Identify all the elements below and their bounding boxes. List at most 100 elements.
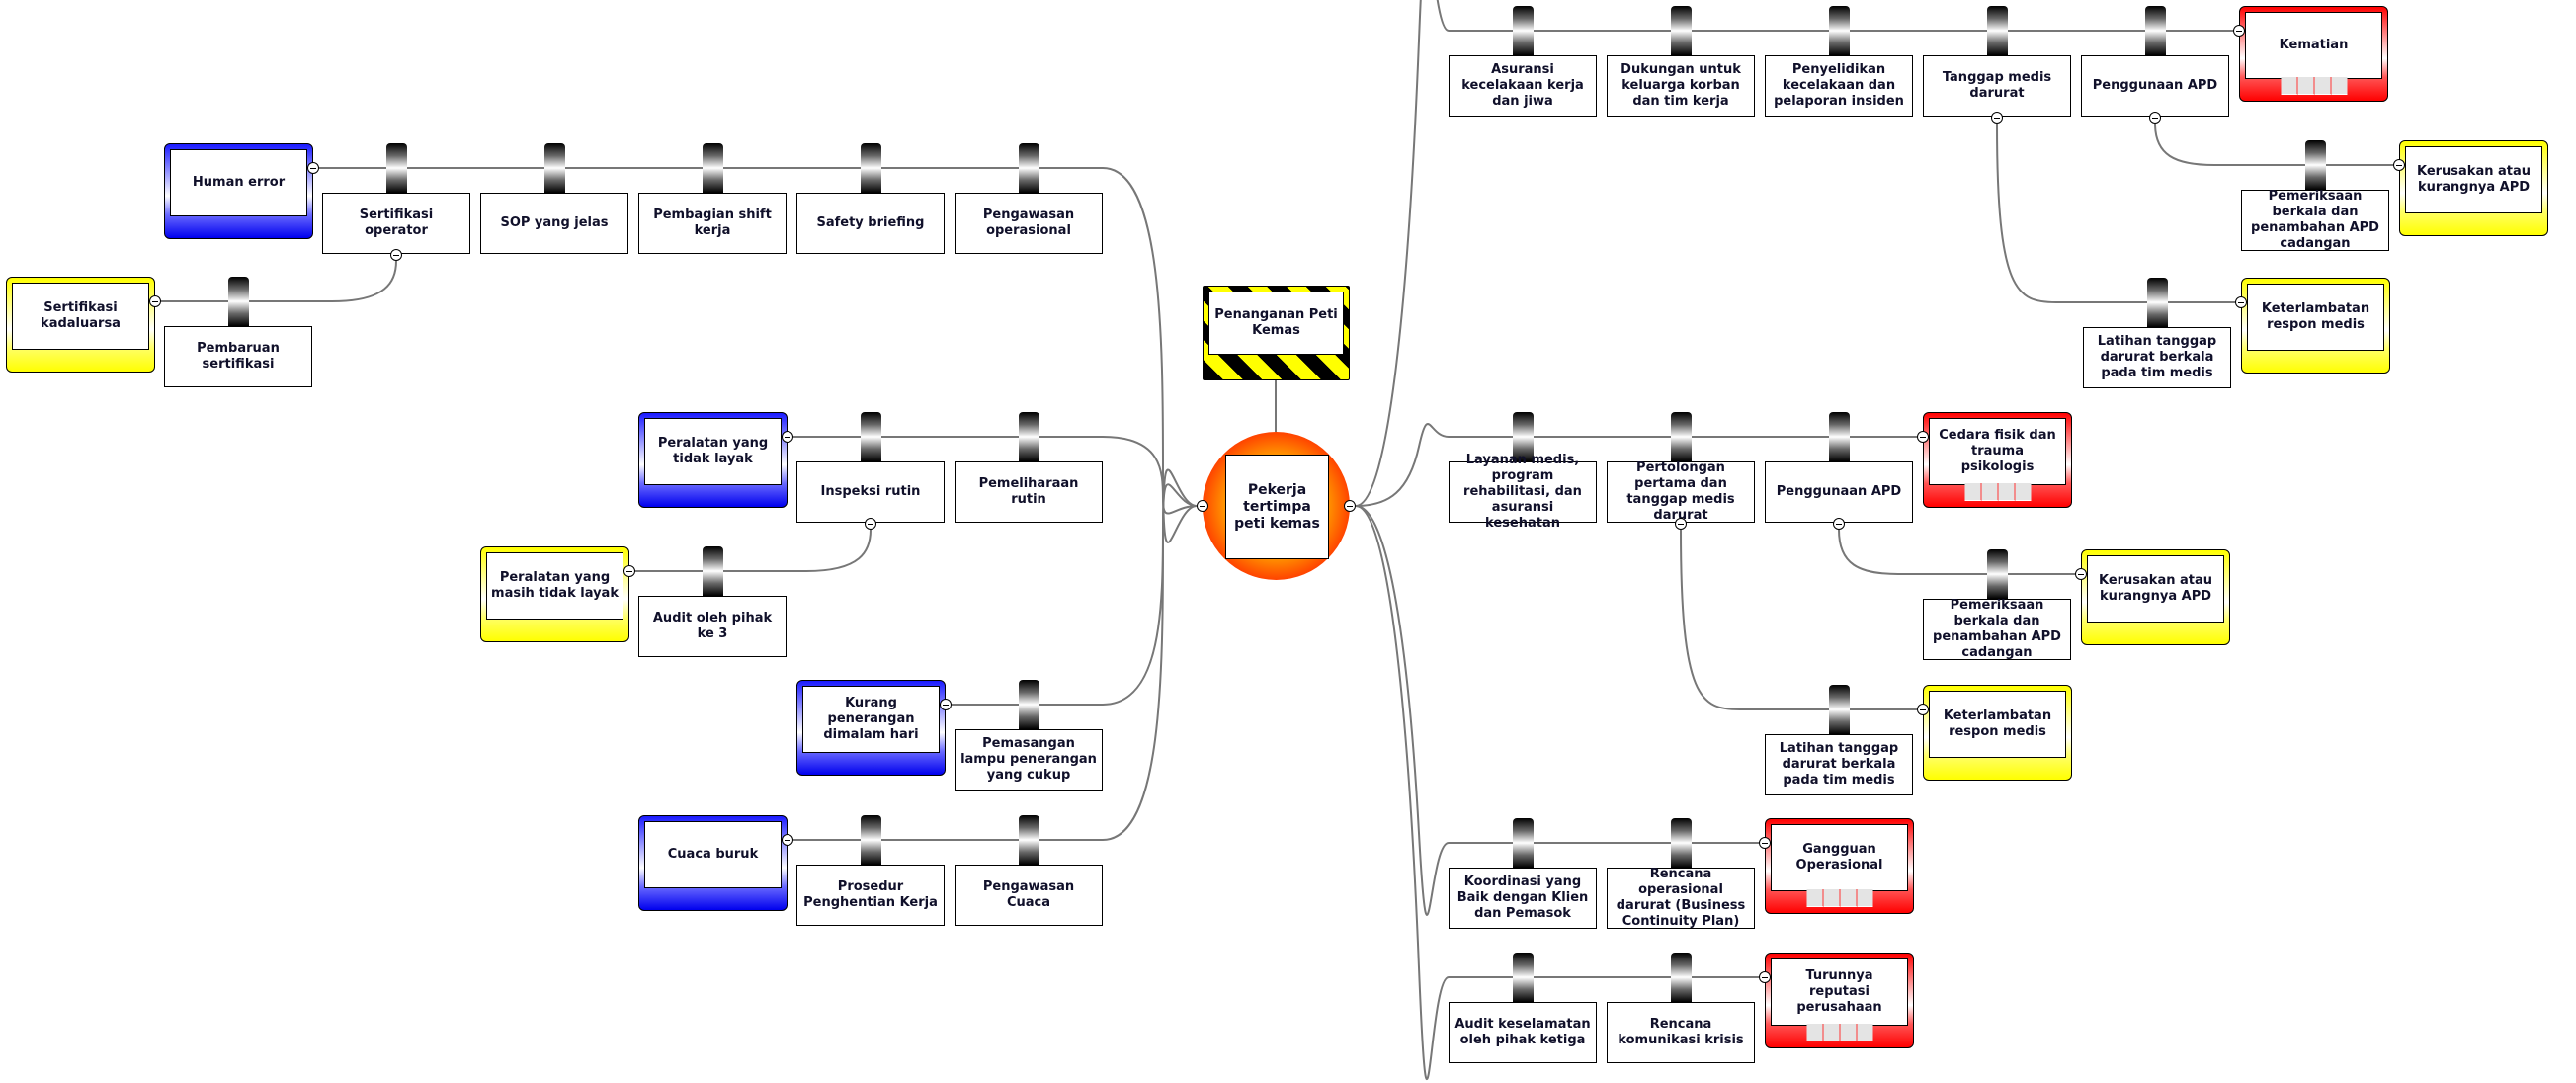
barrier-node[interactable]: Audit oleh pihak ke 3 — [638, 596, 787, 657]
threat-node[interactable]: Kurang penerangan dimalam hari — [796, 680, 946, 776]
barrier-node[interactable]: Pemeriksaan berkala dan penambahan APD c… — [2241, 189, 2389, 251]
threat-collapse-icon[interactable] — [940, 699, 952, 710]
risk-rating-cell[interactable] — [1998, 483, 2015, 501]
consequence-collapse-icon[interactable] — [1917, 431, 1929, 443]
barrier-node[interactable]: Sertifikasi operator — [322, 193, 470, 254]
top-event-node[interactable]: Pekerja tertimpa peti kemas — [1203, 432, 1350, 580]
threat-node[interactable]: Cuaca buruk — [638, 815, 788, 911]
top-event-label-frame: Pekerja tertimpa peti kemas — [1225, 455, 1329, 559]
escalation-node[interactable]: Kerusakan atau kurangnya APD — [2081, 549, 2230, 645]
threat-collapse-icon[interactable] — [782, 834, 793, 846]
barrier-collapse-icon[interactable] — [390, 249, 402, 261]
barrier-node[interactable]: Koordinasi yang Baik dengan Klien dan Pe… — [1449, 868, 1597, 929]
escalation-node[interactable]: Keterlambatan respon medis — [1923, 685, 2072, 781]
consequence-node[interactable]: Turunnya reputasi perusahaan — [1765, 953, 1914, 1048]
risk-rating-cell[interactable] — [1857, 1024, 1872, 1041]
barrier-collapse-icon[interactable] — [1833, 518, 1845, 530]
barrier-node[interactable]: Penyelidikan kecelakaan dan pelaporan in… — [1765, 55, 1913, 117]
risk-rating-cell[interactable] — [1964, 483, 1981, 501]
risk-rating-cell[interactable] — [1806, 889, 1823, 907]
barrier-node[interactable]: SOP yang jelas — [480, 193, 628, 254]
risk-rating-cell[interactable] — [1840, 889, 1857, 907]
barrier-bar-icon — [1513, 412, 1534, 461]
barrier-collapse-icon[interactable] — [1991, 112, 2003, 124]
threat-label: Cuaca buruk — [667, 847, 759, 862]
risk-rating-cell[interactable] — [1857, 889, 1872, 907]
risk-rating-cell[interactable] — [1823, 1024, 1840, 1041]
escalation-collapse-icon[interactable] — [2235, 296, 2247, 308]
barrier-node[interactable]: Pemeriksaan berkala dan penambahan APD c… — [1923, 598, 2071, 660]
threat-collapse-icon[interactable] — [307, 162, 319, 174]
barrier-node[interactable]: Penggunaan APD — [2081, 55, 2229, 117]
barrier-node[interactable]: Pengawasan operasional — [955, 193, 1103, 254]
escalation-node[interactable]: Peralatan yang masih tidak layak — [480, 546, 629, 642]
escalation-collapse-icon[interactable] — [2393, 159, 2405, 171]
consequence-node[interactable]: Kematian — [2239, 6, 2388, 102]
threat-link-line — [319, 167, 1198, 543]
barrier-node[interactable]: Audit keselamatan oleh pihak ketiga — [1449, 1002, 1597, 1063]
barrier-bar-icon — [2147, 278, 2168, 327]
barrier-node[interactable]: Pemasangan lampu penerangan yang cukup — [955, 729, 1103, 791]
consequence-collapse-icon[interactable] — [1759, 971, 1771, 983]
barrier-node[interactable]: Prosedur Penghentian Kerja — [796, 865, 945, 926]
threat-label: Kurang penerangan dimalam hari — [823, 696, 919, 742]
barrier-bar-icon — [1987, 6, 2008, 55]
barrier-node[interactable]: Inspeksi rutin — [796, 461, 945, 523]
risk-rating-cell[interactable] — [2015, 483, 2031, 501]
escalation-collapse-icon[interactable] — [2075, 568, 2087, 580]
barrier-collapse-icon[interactable] — [865, 518, 876, 530]
escalation-node[interactable]: Keterlambatan respon medis — [2241, 278, 2390, 374]
barrier-node[interactable]: Asuransi kecelakaan kerja dan jiwa — [1449, 55, 1597, 117]
barrier-node[interactable]: Safety briefing — [796, 193, 945, 254]
consequence-link-line — [1355, 505, 1759, 1081]
risk-rating-cells[interactable] — [1806, 1024, 1872, 1041]
barrier-node[interactable]: Latihan tanggap darurat berkala pada tim… — [2083, 327, 2231, 388]
top-event-left-collapse-icon[interactable] — [1197, 500, 1208, 512]
risk-rating-cell[interactable] — [2314, 77, 2331, 95]
escalation-collapse-icon[interactable] — [1917, 704, 1929, 715]
top-event-right-collapse-icon[interactable] — [1344, 500, 1356, 512]
consequence-node[interactable]: Gangguan Operasional — [1765, 818, 1914, 914]
threat-collapse-icon[interactable] — [782, 431, 793, 443]
consequence-node[interactable]: Cedara fisik dan trauma psikologis — [1923, 412, 2072, 508]
risk-rating-cell[interactable] — [2331, 77, 2347, 95]
escalation-node[interactable]: Sertifikasi kadaluarsa — [6, 277, 155, 373]
barrier-node[interactable]: Tanggap medis darurat — [1923, 55, 2071, 117]
consequence-label: Kematian — [2279, 38, 2349, 52]
consequence-collapse-icon[interactable] — [1759, 837, 1771, 849]
risk-rating-cell[interactable] — [1840, 1024, 1857, 1041]
escalation-node[interactable]: Kerusakan atau kurangnya APD — [2399, 140, 2548, 236]
risk-rating-cells[interactable] — [1964, 483, 2031, 501]
risk-rating-cell[interactable] — [2281, 77, 2297, 95]
barrier-node[interactable]: Rencana komunikasi krisis — [1607, 1002, 1755, 1063]
barrier-collapse-icon[interactable] — [2149, 112, 2161, 124]
barrier-node[interactable]: Pemeliharaan rutin — [955, 461, 1103, 523]
barrier-node[interactable]: Pengawasan Cuaca — [955, 865, 1103, 926]
risk-rating-cell[interactable] — [1823, 889, 1840, 907]
barrier-bar-icon — [2145, 6, 2166, 55]
escalation-collapse-icon[interactable] — [623, 565, 635, 577]
barrier-node[interactable]: Pembagian shift kerja — [638, 193, 787, 254]
threat-node[interactable]: Human error — [164, 143, 313, 239]
risk-rating-cell[interactable] — [2297, 77, 2314, 95]
risk-rating-cells[interactable] — [1806, 889, 1872, 907]
threat-label-frame: Human error — [170, 149, 307, 216]
barrier-node[interactable]: Pembaruan sertifikasi — [164, 326, 312, 387]
barrier-collapse-icon[interactable] — [1675, 518, 1687, 530]
barrier-node[interactable]: Rencana operasional darurat (Business Co… — [1607, 867, 1755, 929]
risk-rating-cell[interactable] — [1981, 483, 1998, 501]
risk-rating-cells[interactable] — [2281, 77, 2347, 95]
barrier-node[interactable]: Penggunaan APD — [1765, 461, 1913, 523]
escalation-collapse-icon[interactable] — [149, 295, 161, 307]
escalation-label: Kerusakan atau kurangnya APD — [2098, 573, 2213, 604]
consequence-collapse-icon[interactable] — [2233, 25, 2245, 37]
hazard-node[interactable]: Penanganan Peti Kemas — [1203, 286, 1350, 380]
escalation-label-frame: Kerusakan atau kurangnya APD — [2087, 555, 2224, 623]
barrier-node[interactable]: Latihan tanggap darurat berkala pada tim… — [1765, 734, 1913, 795]
barrier-node[interactable]: Pertolongan pertama dan tanggap medis da… — [1607, 460, 1755, 523]
barrier-node[interactable]: Dukungan untuk keluarga korban dan tim k… — [1607, 55, 1755, 117]
risk-rating-cell[interactable] — [1806, 1024, 1823, 1041]
threat-node[interactable]: Peralatan yang tidak layak — [638, 412, 788, 508]
barrier-node[interactable]: Layanan medis, program rehabilitasi, dan… — [1449, 453, 1597, 531]
barrier-label: SOP yang jelas — [500, 215, 609, 230]
